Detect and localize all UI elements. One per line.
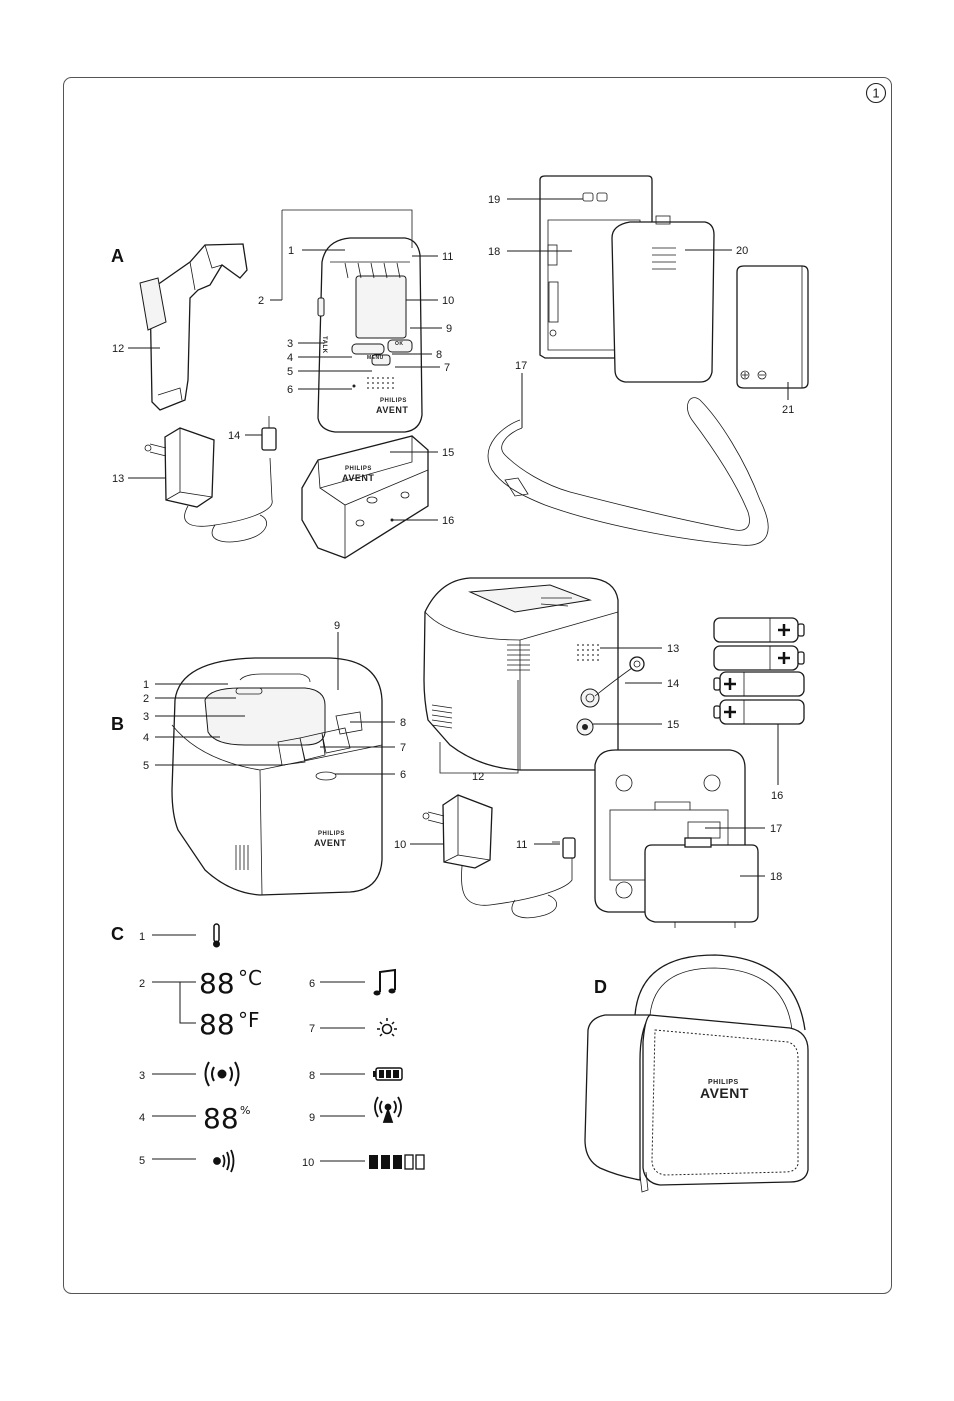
callout-bat-17: 17	[515, 360, 527, 372]
callout-bat-19: 19	[488, 194, 500, 206]
callout-a-10: 10	[442, 295, 454, 307]
callout-a-13: 13	[112, 473, 124, 485]
callout-a-8: 8	[436, 349, 442, 361]
aa-batteries-drawing	[713, 617, 805, 725]
callout-bat-20: 20	[736, 245, 748, 257]
brand-avent-a: AVENT	[376, 405, 408, 415]
callout-b-15: 15	[667, 719, 679, 731]
page-frame	[63, 77, 892, 1294]
callout-b-13: 13	[667, 643, 679, 655]
level-bar-icon	[369, 1154, 425, 1170]
parent-unit-drawing	[281, 209, 423, 433]
page-number: 1	[872, 86, 879, 101]
adapter-a-drawing	[144, 416, 277, 543]
callout-a-14: 14	[228, 430, 240, 442]
callout-a-3: 3	[287, 338, 293, 350]
sound-icon	[213, 1149, 235, 1173]
ok-label: OK	[395, 341, 404, 347]
music-note-icon	[373, 968, 396, 996]
brand-philips-bag: PHILIPS	[708, 1079, 739, 1086]
carry-bag-drawing	[584, 954, 809, 1193]
temperature-digits: 88	[199, 967, 235, 1000]
battery-icon	[373, 1067, 403, 1081]
percent-unit: %	[240, 1104, 250, 1117]
section-a-label: A	[111, 246, 124, 266]
callout-a-7: 7	[444, 362, 450, 374]
baby-unit-front-drawing	[171, 657, 383, 896]
battery-compartment-drawing	[487, 175, 809, 546]
brand-philips-b: PHILIPS	[318, 831, 345, 837]
callout-a-4: 4	[287, 352, 293, 364]
section-b-label: B	[111, 714, 124, 734]
callout-b-8: 8	[400, 717, 406, 729]
callout-bat-18: 18	[488, 246, 500, 258]
display-label-8: 8	[309, 1070, 315, 1082]
callout-b-12: 12	[472, 771, 484, 783]
callout-a-6: 6	[287, 384, 293, 396]
callout-b-6: 6	[400, 769, 406, 781]
brand-avent-b: AVENT	[314, 838, 346, 848]
night-light-icon	[377, 1018, 397, 1037]
callout-b-18: 18	[770, 871, 782, 883]
callout-a-12: 12	[112, 343, 124, 355]
humidity-digits: 88	[203, 1102, 239, 1135]
display-label-7: 7	[309, 1023, 315, 1035]
callout-b-17: 17	[770, 823, 782, 835]
brand-avent-base: AVENT	[342, 473, 374, 483]
temperature-digits-f: 88	[199, 1008, 235, 1041]
antenna-icon	[374, 1096, 402, 1123]
display-label-2: 2	[139, 978, 145, 990]
callout-b-7: 7	[400, 742, 406, 754]
display-label-4: 4	[139, 1112, 145, 1124]
display-label-5: 5	[139, 1155, 145, 1167]
callout-a-1: 1	[288, 245, 294, 257]
callout-b-2: 2	[143, 693, 149, 705]
charger-base-drawing	[301, 435, 429, 559]
display-label-6: 6	[309, 978, 315, 990]
menu-label: MENU	[367, 355, 384, 361]
baby-unit-back-drawing	[423, 577, 645, 774]
callout-b-3: 3	[143, 711, 149, 723]
callout-a-5: 5	[287, 366, 293, 378]
thermometer-icon	[213, 923, 220, 948]
belt-clip-drawing	[139, 243, 248, 411]
section-c-label: C	[111, 924, 124, 944]
section-d-label: D	[594, 977, 607, 997]
callout-a-11: 11	[442, 251, 453, 263]
celsius-unit: °C	[238, 966, 262, 990]
adapter-b-drawing	[422, 794, 576, 919]
callout-a-16: 16	[442, 515, 454, 527]
callout-line	[179, 982, 196, 1024]
callout-b-1: 1	[143, 679, 149, 691]
display-label-3: 3	[139, 1070, 145, 1082]
callout-b-14: 14	[667, 678, 679, 690]
display-label-9: 9	[309, 1112, 315, 1124]
brand-philips-a: PHILIPS	[380, 398, 407, 404]
callout-a-15: 15	[442, 447, 454, 459]
callout-b-10: 10	[394, 839, 406, 851]
callout-bat-21: 21	[782, 404, 794, 416]
callout-b-5: 5	[143, 760, 149, 772]
baby-unit-bottom-drawing	[594, 749, 759, 928]
link-signal-icon	[204, 1061, 240, 1087]
callout-a-2: 2	[258, 295, 264, 307]
brand-philips-base: PHILIPS	[345, 466, 372, 472]
talk-label: TALK	[321, 336, 327, 354]
callout-b-4: 4	[143, 732, 149, 744]
page-number-circle	[865, 82, 887, 104]
fahrenheit-unit: °F	[238, 1008, 260, 1032]
callout-b-9: 9	[334, 620, 340, 632]
brand-avent-bag: AVENT	[700, 1085, 749, 1101]
callout-b-11: 11	[516, 839, 527, 851]
display-label-1: 1	[139, 931, 145, 943]
display-label-10: 10	[302, 1157, 314, 1169]
callout-a-9: 9	[446, 323, 452, 335]
callout-b-16: 16	[771, 790, 783, 802]
